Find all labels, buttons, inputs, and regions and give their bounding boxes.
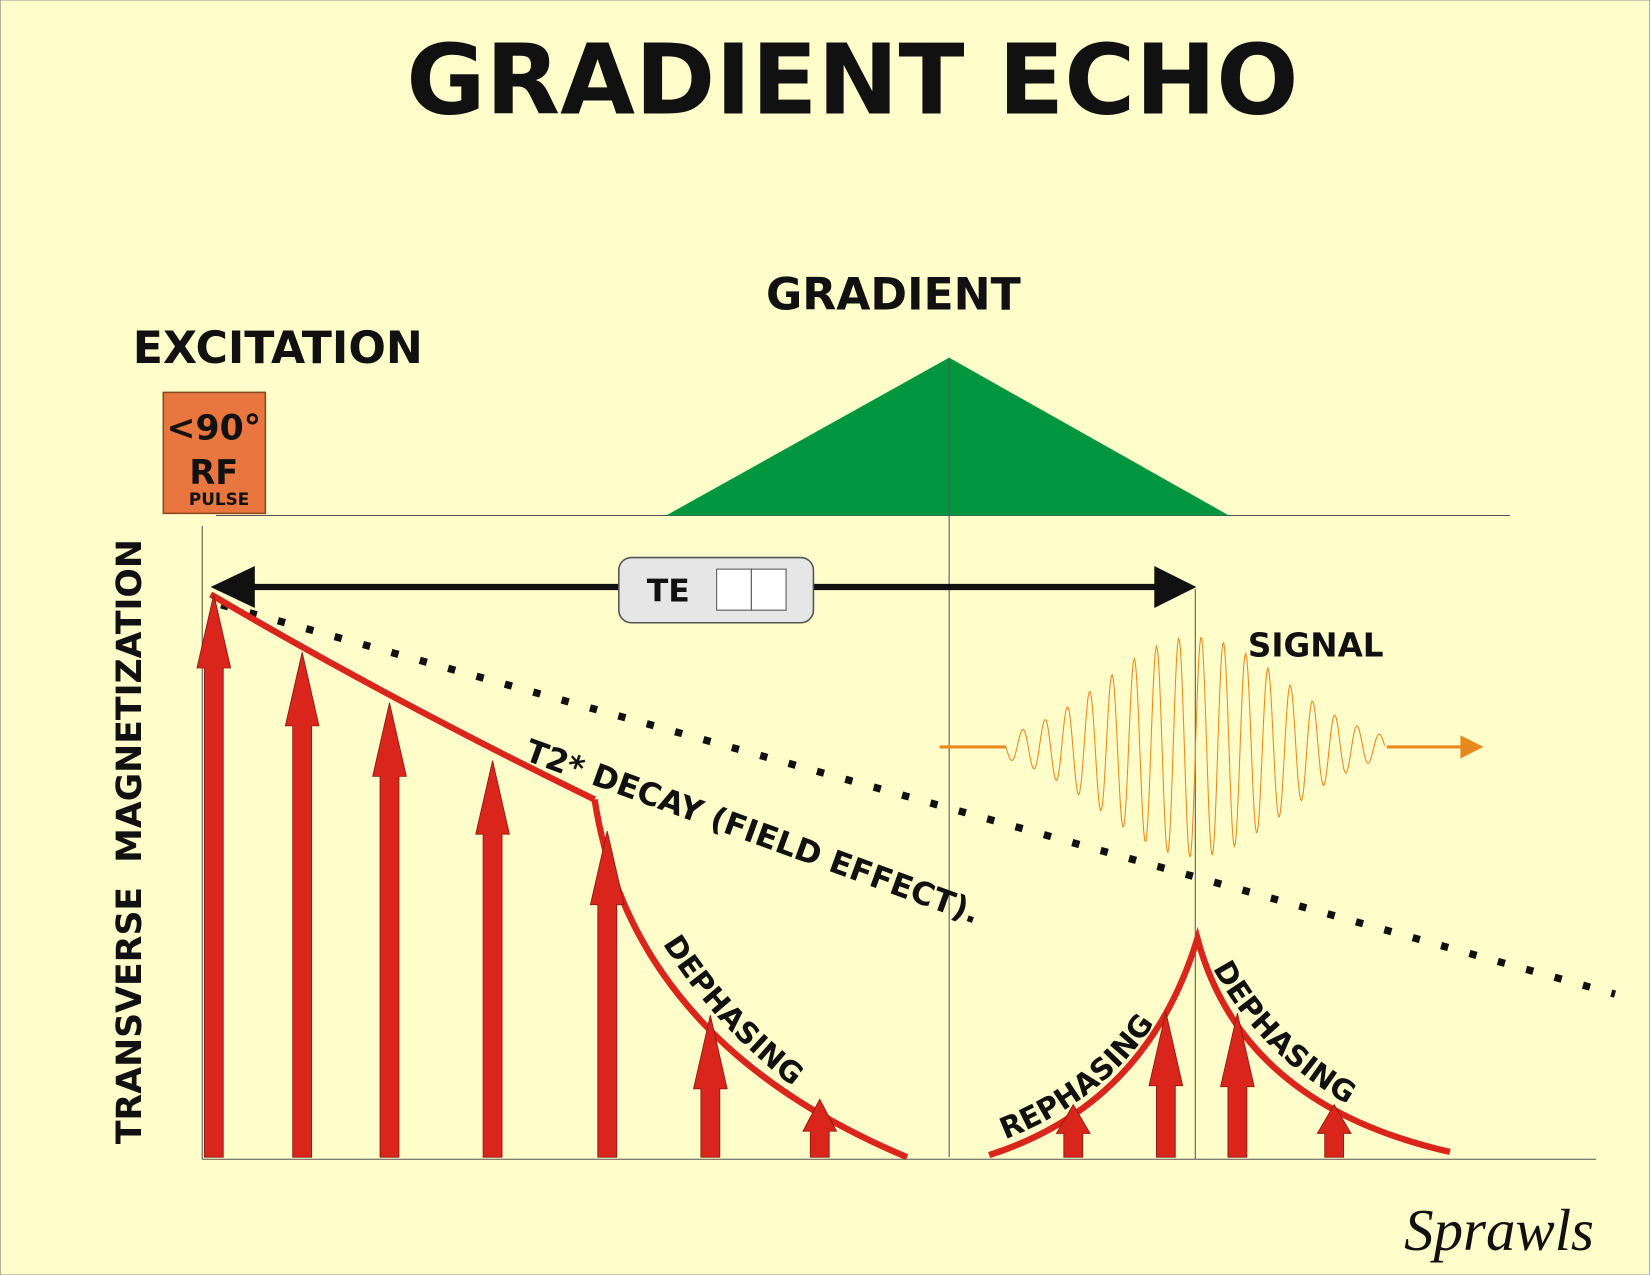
signal-label: SIGNAL: [1248, 626, 1384, 664]
signal-arrow-icon: [1460, 735, 1484, 759]
t2star-envelope: [220, 601, 1617, 998]
t2star-decay-curve: [209, 591, 596, 803]
magnetization-arrow: [802, 1098, 838, 1158]
magnetization-arrow: [196, 594, 232, 1158]
rf-sub: PULSE: [189, 489, 249, 509]
signal-waveform: [939, 637, 1484, 858]
excitation-label: EXCITATION: [133, 323, 423, 374]
magnetization-arrows: [196, 594, 1352, 1158]
gradient-label: GRADIENT: [766, 269, 1021, 320]
magnetization-arrow: [475, 760, 510, 1158]
te-label: TE: [647, 574, 690, 610]
gradient-pulse: [666, 357, 1229, 516]
rf-angle: <90°: [166, 409, 261, 449]
magnetization-arrow: [589, 830, 625, 1158]
magnetization-arrow: [1220, 1012, 1255, 1158]
magnetization-arrow: [372, 702, 407, 1158]
page-title: GRADIENT ECHO: [406, 24, 1298, 137]
magnetization-arrow: [1055, 1103, 1091, 1158]
magnetization-arrow: [1148, 1011, 1184, 1158]
magnetization-arrow: [284, 652, 320, 1158]
rf-label: RF: [189, 453, 238, 492]
magnetization-arrow: [692, 1015, 728, 1158]
magnetization-arrow: [1316, 1103, 1352, 1158]
y-axis-label: TRANSVERSE MAGNETIZATION: [110, 539, 150, 1144]
signature: Sprawls: [1404, 1198, 1594, 1263]
rf-pulse-box: <90° RF PULSE: [162, 391, 267, 515]
te-arrow: TE: [210, 556, 1197, 624]
